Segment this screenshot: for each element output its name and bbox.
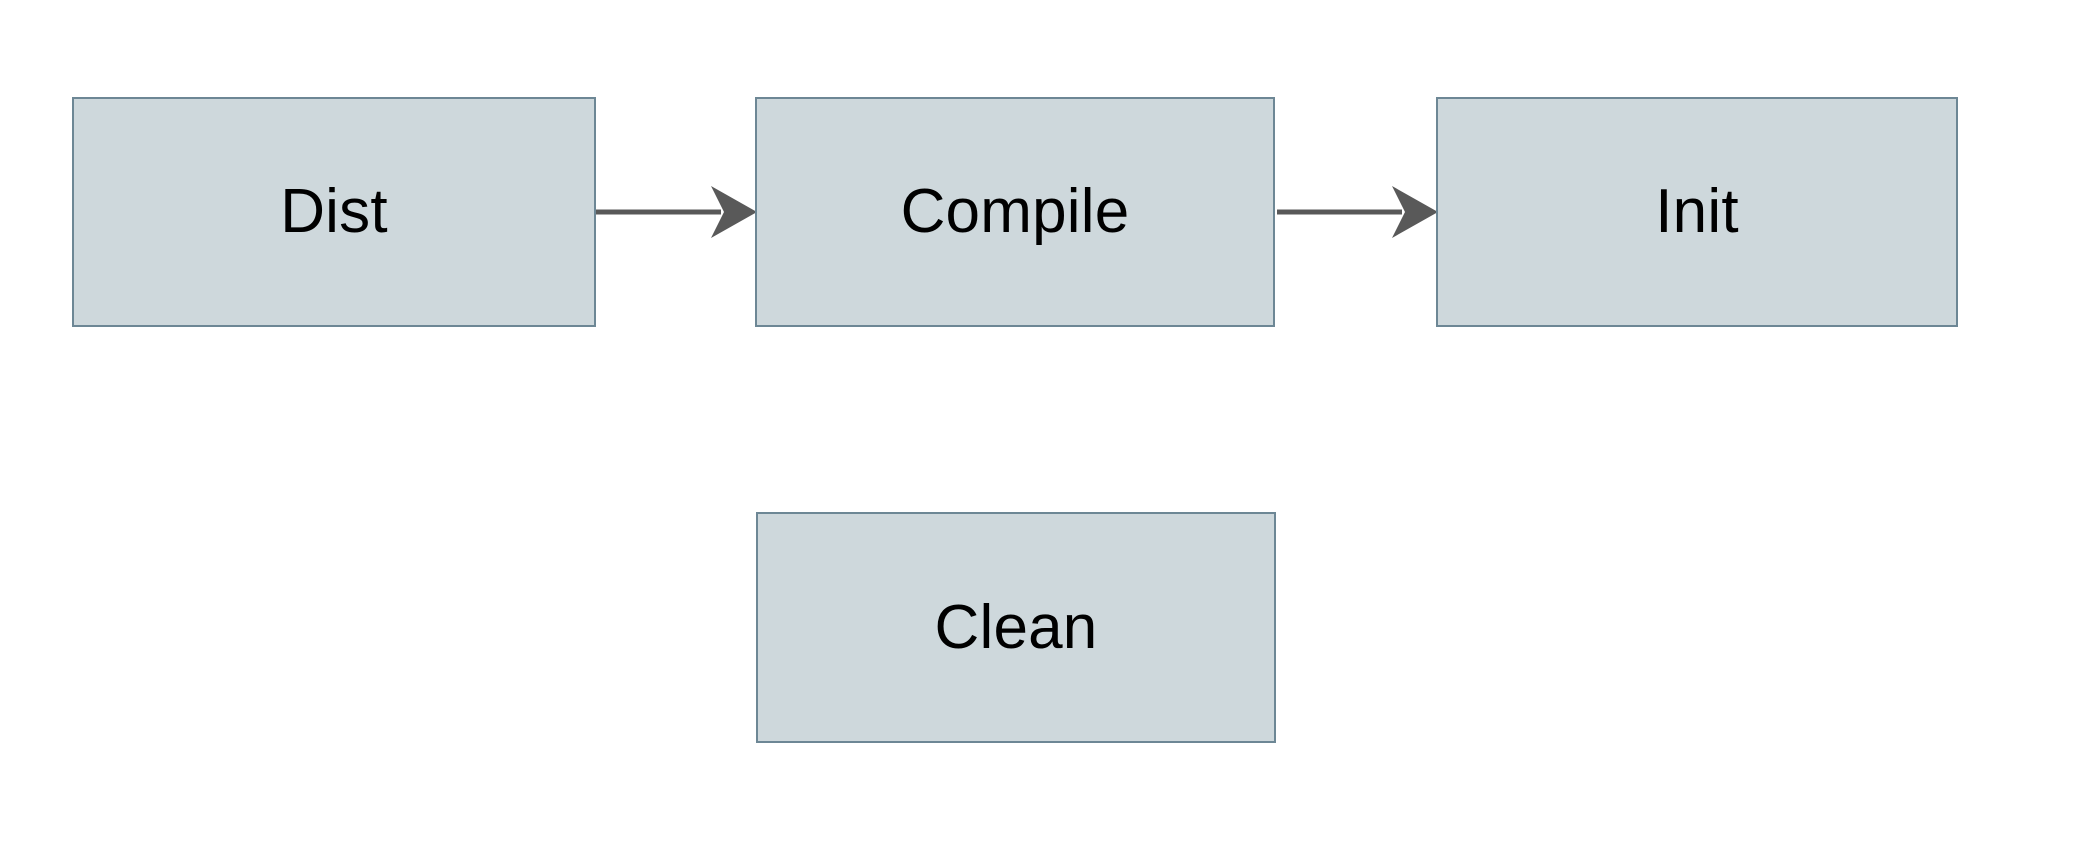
edge-dist-to-compile-hitarea[interactable] [596,195,757,229]
node-clean-label: Clean [934,592,1098,662]
node-dist[interactable]: Dist [72,97,596,327]
node-clean[interactable]: Clean [756,512,1276,743]
node-init[interactable]: Init [1436,97,1958,327]
node-compile-label: Compile [900,177,1130,246]
node-dist-label: Dist [280,177,388,246]
node-init-label: Init [1655,177,1739,246]
node-compile[interactable]: Compile [755,97,1275,327]
edge-compile-to-init-hitarea[interactable] [1277,195,1438,229]
